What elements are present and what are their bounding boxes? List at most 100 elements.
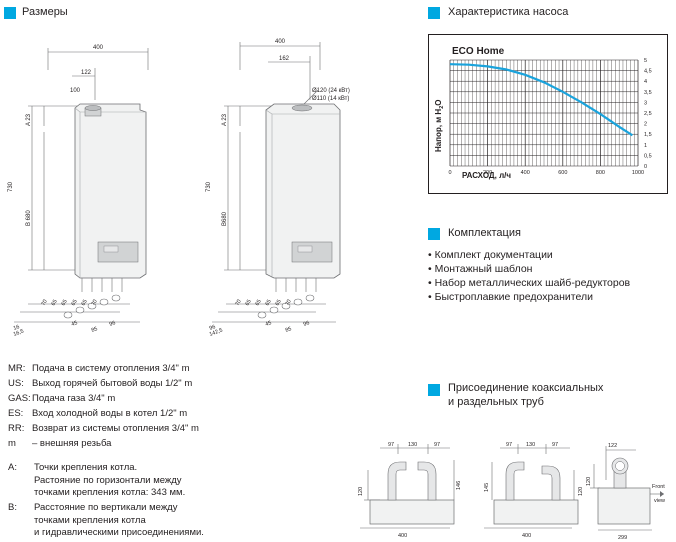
dim-bottom-4: 85 <box>285 326 293 334</box>
legend-row: US:Выход горячей бытовой воды 1/2" m <box>8 378 193 389</box>
dim-width: 400 <box>275 39 286 45</box>
dim-bottom-4: 85 <box>91 326 99 334</box>
flue-drawing-3: 122 120 299 Front view <box>586 443 665 541</box>
chart-frame <box>428 34 668 194</box>
dim-base: 400 <box>522 533 531 539</box>
dim-h2: 146 <box>456 481 462 490</box>
dim-width: 400 <box>93 45 104 51</box>
dim-left-small-1: 16 <box>13 324 21 332</box>
dim-bottom: 65 <box>71 299 79 307</box>
dim-bottom-2: 45 <box>71 320 79 328</box>
dim-bottom: 70 <box>91 299 99 307</box>
flue-drawings: 97 130 97 120 146 400 97 130 97 145 120 … <box>358 442 665 541</box>
dim-top: 122 <box>608 443 617 449</box>
dim-left-small-1: 96 <box>209 324 217 332</box>
list-item: • Быстроплавкие предохранители <box>428 291 593 303</box>
legend-row: MR:Подача в систему отопления 3/4" m <box>8 363 190 374</box>
flue-drawing-1: 97 130 97 120 146 400 <box>358 442 462 539</box>
x-tick-label: 200 <box>483 170 492 176</box>
note-a: Точки крепления котла.Растояние по гориз… <box>34 462 186 498</box>
legend-row: GAS:Подача газа 3/4" m <box>8 393 116 404</box>
note-a-key: A: <box>8 462 17 473</box>
list-item: • Монтажный шаблон <box>428 263 533 275</box>
dim-bottom: 65 <box>275 299 283 307</box>
dim-bottom: 70 <box>285 299 293 307</box>
dim-bottom: 65 <box>265 299 273 307</box>
dim-h2: 120 <box>578 487 584 496</box>
dim-bottom: 65 <box>61 299 69 307</box>
y-tick-label: 2 <box>644 122 647 128</box>
dim-bottom-3: 96 <box>109 320 117 328</box>
kit-list: • Комплект документации • Монтажный шабл… <box>428 248 630 304</box>
section-title-kit: Комплектация <box>448 227 521 239</box>
front-view-label-2: view <box>654 498 665 504</box>
chart-title: ECO Home <box>452 46 505 57</box>
dim-diameter-1: Ø120 (24 кВт) <box>312 88 350 94</box>
boiler-drawing-2: 400 162 Ø120 (24 кВт) Ø110 (14 кВт) A 23… <box>206 39 350 338</box>
dim-bottom: 70 <box>235 299 243 307</box>
chart-ylabel: Напор, м H2O <box>434 100 445 153</box>
section-bullet <box>428 228 440 240</box>
legend-row: ES:Вход холодной воды в котел 1/2" m <box>8 408 188 419</box>
section-title-flue-2: и раздельных труб <box>448 396 544 408</box>
dim-bottom: 70 <box>41 299 49 307</box>
dim-diameter-2: Ø110 (14 кВт) <box>312 96 349 102</box>
dim-h: 120 <box>586 477 592 486</box>
front-view-label-1: Front <box>652 484 665 490</box>
dim-bottom: 65 <box>245 299 253 307</box>
legend-row: m– внешняя резьба <box>8 438 112 449</box>
y-tick-label: 1,5 <box>644 132 652 138</box>
dim-base: 400 <box>398 533 407 539</box>
dim-w2: 130 <box>408 442 417 448</box>
dim-w3: 97 <box>434 442 440 448</box>
dim-offset: 162 <box>279 56 290 62</box>
series-line <box>449 63 633 137</box>
dim-w1: 97 <box>388 442 394 448</box>
dim-w2: 130 <box>526 442 535 448</box>
dim-pipe: 100 <box>70 88 81 94</box>
dim-bottom-2: 45 <box>265 320 273 328</box>
y-tick-label: 0 <box>644 164 647 170</box>
y-tick-label: 2,5 <box>644 111 652 117</box>
dim-offset: 122 <box>81 70 92 76</box>
y-tick-label: 4 <box>644 79 647 85</box>
y-tick-label: 5 <box>644 58 647 64</box>
x-tick-label: 800 <box>596 170 605 176</box>
dim-bottom: 65 <box>255 299 263 307</box>
note-b-key: B: <box>8 502 17 513</box>
section-title-pump: Характеристика насоса <box>448 6 569 18</box>
section-bullet <box>428 384 440 396</box>
dim-base: 299 <box>618 535 627 541</box>
y-tick-label: 0,5 <box>644 153 652 159</box>
dim-left-small-2: 16,5 <box>13 329 25 338</box>
dim-w1: 97 <box>506 442 512 448</box>
dim-w3: 97 <box>552 442 558 448</box>
dim-bottom: 65 <box>81 299 89 307</box>
x-tick-label: 0 <box>448 170 451 176</box>
dim-h: 730 <box>8 181 14 192</box>
section-title-dimensions: Размеры <box>22 6 68 18</box>
dim-a: A 23 <box>26 113 32 126</box>
section-bullet <box>428 7 440 19</box>
dim-h1: 120 <box>358 487 364 496</box>
y-tick-label: 1 <box>644 143 647 149</box>
chart-xlabel: РАСХОД, л/ч <box>462 171 511 180</box>
y-tick-label: 4,5 <box>644 69 652 75</box>
y-tick-label: 3 <box>644 100 647 106</box>
dim-b: B 680 <box>26 210 32 226</box>
section-bullet <box>4 7 16 19</box>
dim-h: 730 <box>206 181 212 192</box>
legend-row: RR:Возврат из системы отопления 3/4" m <box>8 423 199 434</box>
dim-left-small-2: 142,5 <box>209 328 224 338</box>
section-title-flue-1: Присоединение коаксиальных <box>448 382 604 394</box>
y-tick-label: 3,5 <box>644 90 652 96</box>
dim-a: A 23 <box>222 113 228 126</box>
x-tick-label: 1000 <box>632 170 644 176</box>
list-item: • Комплект документации <box>428 249 553 261</box>
dim-b: B680 <box>222 211 228 226</box>
dim-bottom: 65 <box>51 299 59 307</box>
dim-bottom-3: 96 <box>303 320 311 328</box>
